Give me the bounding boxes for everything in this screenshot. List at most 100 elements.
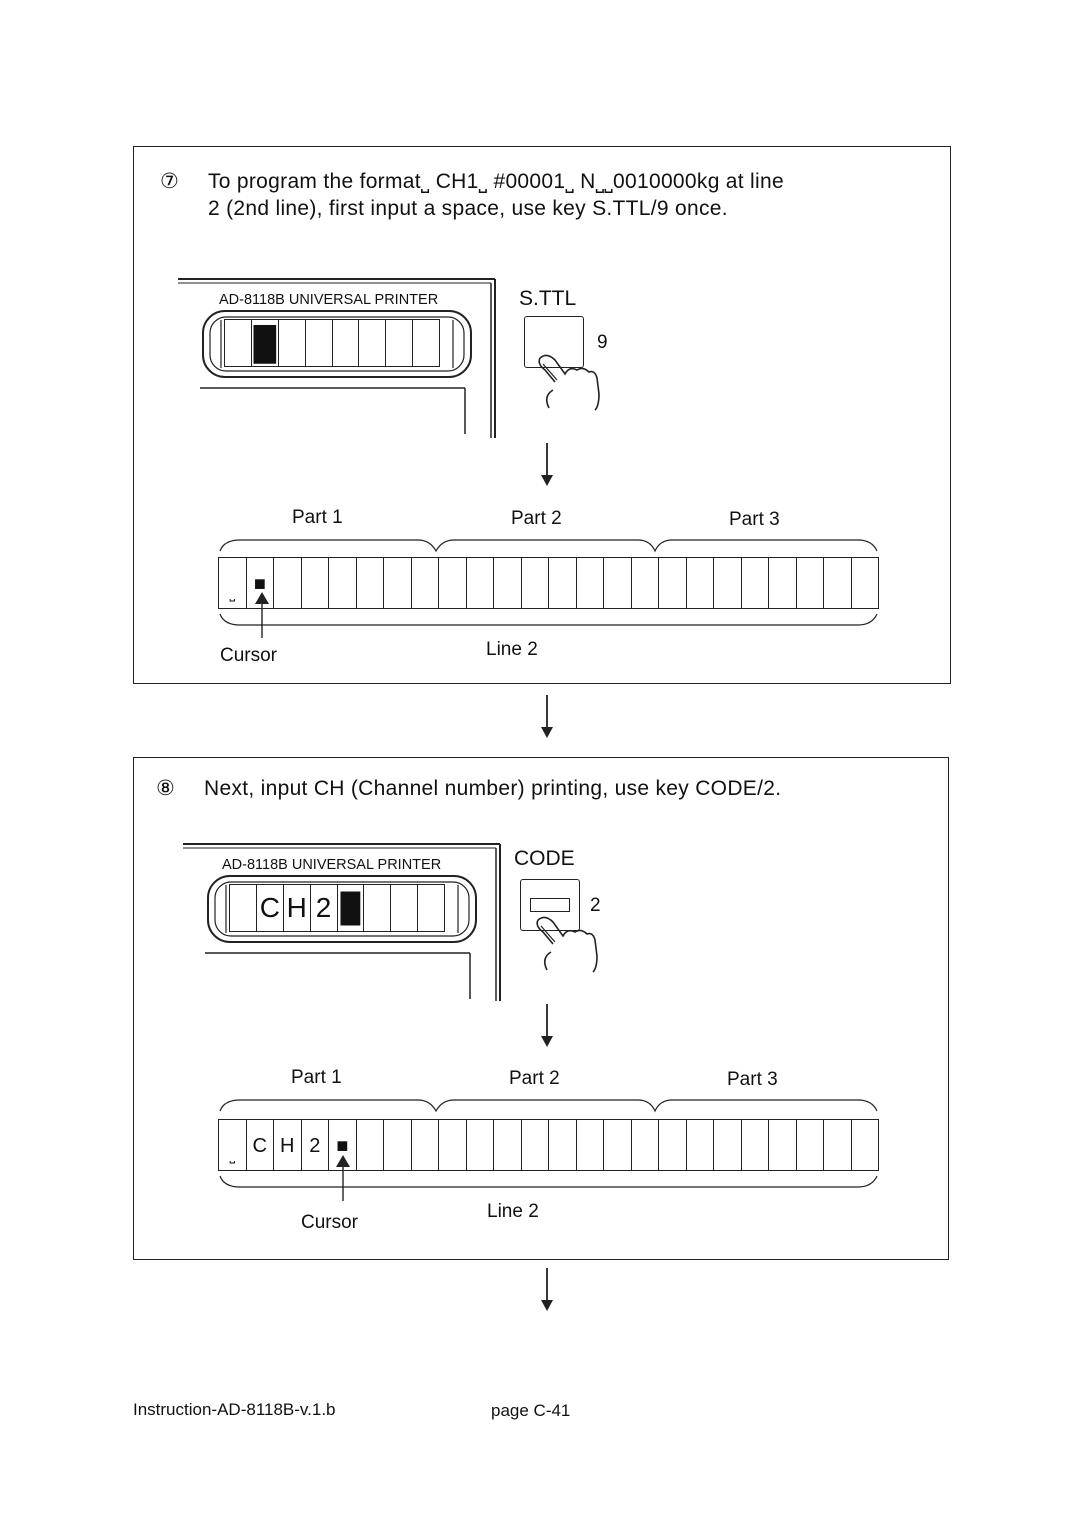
line-cell [465,1119,494,1171]
printer-label: AD-8118B UNIVERSAL PRINTER [219,292,439,308]
part2-label: Part 2 [511,508,562,529]
line-cell [685,557,714,609]
line-cell [410,1119,439,1171]
line-cell [438,557,467,609]
line2-label: Line 2 [487,1201,539,1222]
line-cell [548,557,577,609]
printer-display: █ [224,319,440,367]
line-cell [713,1119,742,1171]
line-cell [630,1119,659,1171]
line-cell [548,1119,577,1171]
printer-illustration [183,843,501,1001]
line-cell [438,1119,467,1171]
key-label-sttl: S.TTL [519,287,577,310]
line-cell [575,557,604,609]
step8-panel [133,757,949,1260]
step7-instruction-line1: To program the format⎵ CH1⎵ #00001⎵ N⎵⎵0… [208,170,784,193]
line-cell [850,557,879,609]
cursor-label: Cursor [220,645,278,666]
line-cell [740,557,769,609]
line-cell [383,557,412,609]
step7-instruction-line2: 2 (2nd line), first input a space, use k… [208,197,728,220]
line-cell: ⎵ [218,557,247,609]
display-cell [279,320,306,366]
line-cell [795,557,824,609]
line-cell [685,1119,714,1171]
line-cell [713,557,742,609]
part1-label: Part 1 [292,507,343,528]
line-cell [823,1119,852,1171]
line-cell: ⎵ [218,1119,247,1171]
line-cell [795,1119,824,1171]
part-brackets [219,539,878,553]
line-cell [768,1119,797,1171]
part2-label: Part 2 [509,1068,560,1089]
key-inner-rect [530,898,570,912]
key-number-9: 9 [597,332,608,353]
line-cell [768,557,797,609]
display-cell: C [257,885,284,931]
key-number-2: 2 [590,895,601,916]
line-cell [603,557,632,609]
line-cell [740,1119,769,1171]
down-arrow-icon [541,1268,553,1311]
line-cell [300,557,329,609]
display-cell [333,320,360,366]
part1-label: Part 1 [291,1067,342,1088]
display-cell [386,320,414,366]
display-cell [230,885,257,931]
line2-label: Line 2 [486,639,538,660]
display-cell [306,320,333,366]
line-cell [273,557,302,609]
line-cell [575,1119,604,1171]
line-cell [520,557,549,609]
printer-illustration [178,278,496,438]
printer-display: C H 2 █ [229,884,445,932]
step7-marker: ⑦ [160,170,180,193]
line-cell [630,557,659,609]
line-cell [658,1119,687,1171]
cursor-label: Cursor [301,1212,359,1233]
line-cell [465,557,494,609]
part-brackets [219,1099,878,1113]
display-cell [413,320,439,366]
code-key-button[interactable] [520,879,580,931]
footer-doc-id: Instruction-AD-8118B-v.1.b [133,1400,336,1419]
sttl-key-button[interactable] [524,316,584,368]
cursor-arrow-icon [255,592,269,638]
line-cell: 2 [300,1119,329,1171]
part3-label: Part 3 [727,1069,778,1090]
down-arrow-icon [541,443,553,486]
line-bracket [219,613,878,626]
step8-marker: ⑧ [156,777,176,800]
line-cell: C [245,1119,274,1171]
line-cell [520,1119,549,1171]
line-cell [328,557,357,609]
down-arrow-icon [541,695,553,738]
down-arrow-icon [541,1004,553,1047]
line-cell [603,1119,632,1171]
key-label-code: CODE [514,847,575,870]
display-cell [225,320,252,366]
line-cell [658,557,687,609]
pressing-hand-icon [536,916,598,973]
line-cell [493,1119,522,1171]
step8-instruction-line1: Next, input CH (Channel number) printing… [204,777,782,800]
printer-label: AD-8118B UNIVERSAL PRINTER [222,857,442,873]
line-cell [850,1119,879,1171]
line2-cell-grid: ⎵■ [218,557,879,609]
step7-panel [133,146,951,684]
line-cell: H [273,1119,302,1171]
part3-label: Part 3 [729,509,780,530]
line-cell [410,557,439,609]
line-cell [823,557,852,609]
display-cell: H [284,885,311,931]
pressing-hand-icon [538,354,600,411]
display-cell [364,885,392,931]
footer-page-number: page C-41 [491,1401,571,1420]
cursor-arrow-icon [336,1155,350,1201]
line-cell [355,1119,384,1171]
line-bracket [219,1175,878,1188]
display-cell [391,885,419,931]
